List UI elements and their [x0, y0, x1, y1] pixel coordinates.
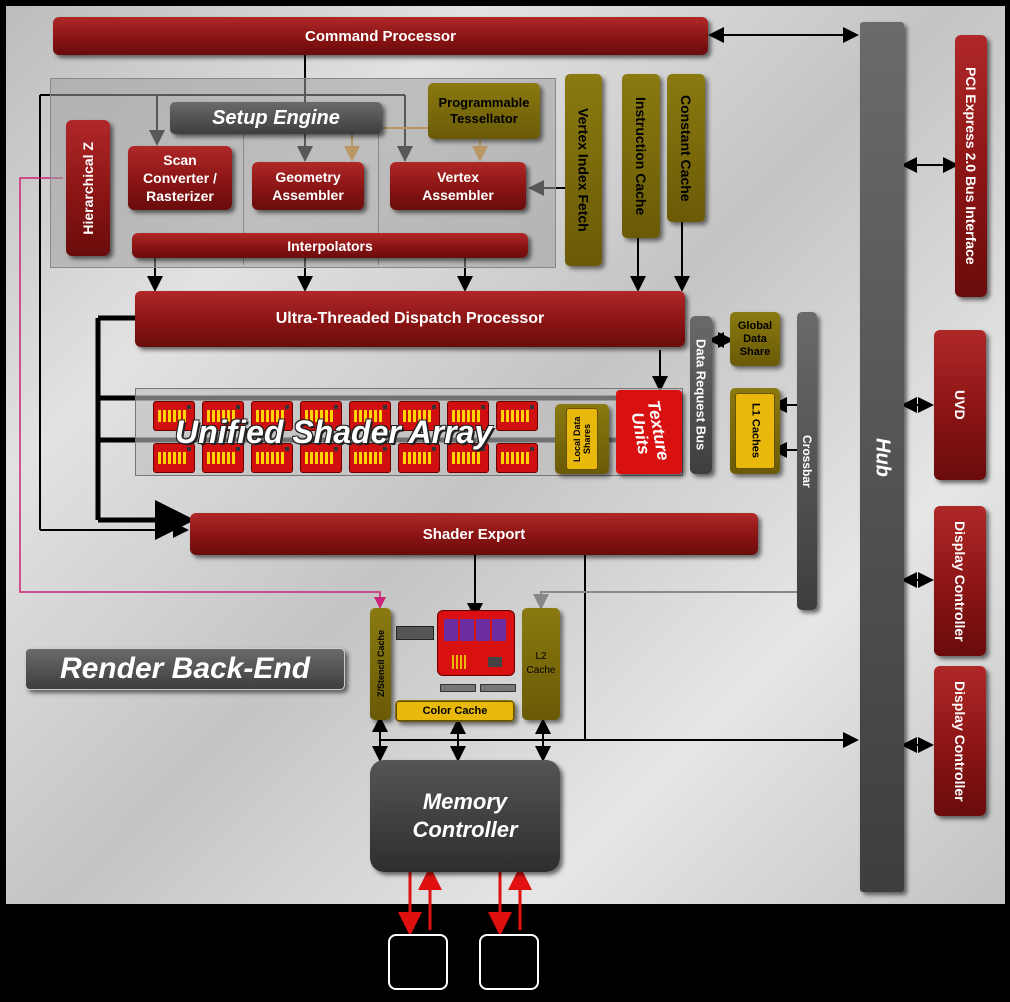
- local-data-shares-label: Local Data Shares: [572, 416, 592, 462]
- shader-simd-unit: [349, 401, 391, 431]
- render-back-end-core: [437, 610, 515, 676]
- instruction-cache-label: Instruction Cache: [633, 96, 649, 216]
- shader-simd-unit: [496, 443, 538, 473]
- local-data-shares-block: Local Data Shares: [555, 404, 609, 474]
- shader-export-label: Shader Export: [422, 525, 526, 543]
- panel-divider: [378, 130, 379, 265]
- display-controller-label: Display Controller: [952, 680, 968, 802]
- dispatch-processor-label: Ultra-Threaded Dispatch Processor: [275, 310, 545, 327]
- shader-simd-unit: [202, 401, 244, 431]
- l1-caches-label: L1 Caches: [749, 403, 762, 459]
- rbe-core-cache: [452, 655, 466, 669]
- texture-units-block: Texture Units: [616, 390, 682, 474]
- constant-cache-label: Constant Cache: [678, 94, 694, 202]
- geometry-assembler-label: Geometry Assembler: [272, 169, 344, 203]
- crossbar-label: Crossbar: [800, 434, 814, 488]
- pci-express-block: PCI Express 2.0 Bus Interface: [955, 35, 987, 297]
- constant-cache-block: Constant Cache: [667, 74, 705, 222]
- vertex-index-fetch-label: Vertex Index Fetch: [575, 108, 592, 232]
- command-processor-label: Command Processor: [305, 27, 456, 45]
- interpolators-label: Interpolators: [287, 237, 373, 254]
- command-processor-block: Command Processor: [53, 17, 708, 55]
- uvd-label: UVD: [952, 390, 968, 420]
- hierarchical-z-block: Hierarchical Z: [66, 120, 110, 256]
- render-back-end-title: Render Back-End: [25, 648, 345, 690]
- dispatch-processor-block: Ultra-Threaded Dispatch Processor: [135, 291, 685, 347]
- scan-converter-block: Scan Converter / Rasterizer: [128, 146, 232, 210]
- shader-simd-unit: [202, 443, 244, 473]
- crossbar-block: Crossbar: [797, 312, 817, 610]
- shader-simd-unit: [349, 443, 391, 473]
- programmable-tessellator-block: Programmable Tessellator: [428, 83, 540, 139]
- global-data-share-block: Global Data Share: [730, 312, 780, 366]
- color-cache-block: Color Cache: [395, 700, 515, 722]
- z-stencil-cache-label: Z/Stencil Cache: [375, 630, 386, 698]
- display-controller-block: Display Controller: [934, 666, 986, 816]
- render-back-end-label: Render Back-End: [59, 652, 311, 685]
- display-controller-label: Display Controller: [952, 520, 968, 642]
- rbe-core-units: [444, 619, 508, 641]
- geometry-assembler-block: Geometry Assembler: [252, 162, 364, 210]
- hub-label: Hub: [871, 437, 894, 477]
- z-stencil-cache-block: Z/Stencil Cache: [370, 608, 391, 720]
- display-controller-block: Display Controller: [934, 506, 986, 656]
- l2-cache-block: L2 Cache: [522, 608, 560, 720]
- setup-engine-label: Setup Engine: [212, 106, 340, 129]
- pci-express-label: PCI Express 2.0 Bus Interface: [963, 67, 979, 265]
- memory-controller-block: Memory Controller: [370, 760, 560, 872]
- memory-chip: [388, 934, 448, 990]
- instruction-cache-block: Instruction Cache: [622, 74, 660, 238]
- render-buffer: [480, 684, 516, 692]
- shader-simd-unit: [398, 401, 440, 431]
- shader-simd-unit: [447, 401, 489, 431]
- memory-controller-label: Memory Controller: [412, 789, 518, 842]
- shader-export-block: Shader Export: [190, 513, 758, 555]
- render-buffer: [440, 684, 476, 692]
- hierarchical-z-label: Hierarchical Z: [80, 141, 96, 235]
- shader-simd-unit: [496, 401, 538, 431]
- render-unit-block: [396, 626, 434, 640]
- rbe-core-logic: [488, 657, 502, 667]
- shader-simd-unit: [251, 443, 293, 473]
- shader-simd-unit: [398, 443, 440, 473]
- vertex-assembler-block: Vertex Assembler: [390, 162, 526, 210]
- data-request-bus-label: Data Request Bus: [693, 339, 709, 451]
- unified-shader-array-title: Unified Shader Array: [175, 414, 493, 450]
- texture-units-label: Texture Units: [627, 398, 673, 462]
- shader-simd-unit: [251, 401, 293, 431]
- memory-chip: [479, 934, 539, 990]
- programmable-tessellator-label: Programmable Tessellator: [438, 95, 530, 126]
- shader-simd-unit: [153, 443, 195, 473]
- setup-engine-block: Setup Engine: [170, 102, 382, 134]
- shader-simd-unit: [300, 443, 342, 473]
- data-request-bus-block: Data Request Bus: [690, 316, 712, 474]
- panel-divider: [243, 130, 244, 265]
- color-cache-label: Color Cache: [422, 705, 488, 717]
- l2-cache-label: L2 Cache: [526, 651, 556, 676]
- vertex-index-fetch-block: Vertex Index Fetch: [565, 74, 602, 266]
- interpolators-block: Interpolators: [132, 233, 528, 258]
- hub-block: Hub: [860, 22, 904, 892]
- scan-converter-label: Scan Converter / Rasterizer: [143, 152, 217, 204]
- shader-simd-unit: [300, 401, 342, 431]
- l1-caches-block: L1 Caches: [730, 388, 780, 474]
- uvd-block: UVD: [934, 330, 986, 480]
- shader-simd-unit: [447, 443, 489, 473]
- global-data-share-label: Global Data Share: [737, 319, 773, 358]
- shader-simd-unit: [153, 401, 195, 431]
- vertex-assembler-label: Vertex Assembler: [422, 169, 494, 203]
